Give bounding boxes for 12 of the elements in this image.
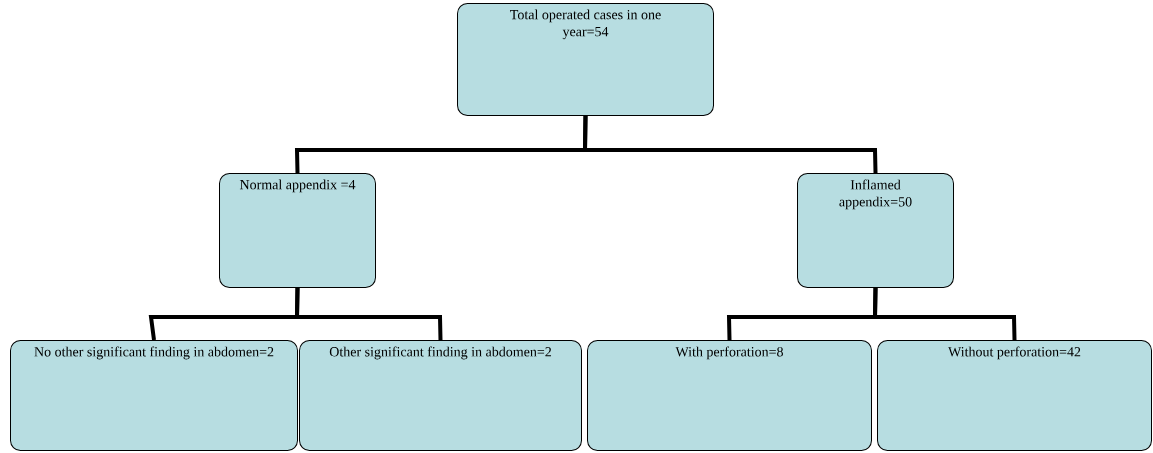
connector-line [583,115,878,174]
process-box: No other significant finding in abdomen=2 [10,340,298,451]
process-box: Total operated cases in one year=54 [457,3,714,116]
process-box: Without perforation=42 [877,340,1152,451]
node-label: No other significant finding in abdomen=2 [34,346,274,360]
node-label: Other significant finding in abdomen=2 [329,346,552,360]
process-box: Normal appendix =4 [219,173,376,288]
process-box: With perforation=8 [587,340,872,451]
connector-line [294,287,443,341]
connector-line [872,287,1017,341]
process-box: Inflamed appendix=50 [797,173,954,288]
process-box: Other significant finding in abdomen=2 [299,340,582,451]
